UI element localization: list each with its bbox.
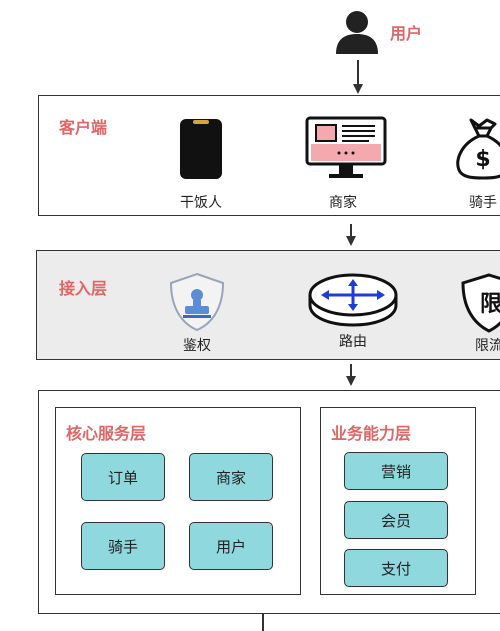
core-service-box: 订单 [81, 453, 165, 501]
money-bag-icon: $ [456, 118, 500, 180]
limit-shield-icon: 限 [461, 273, 500, 333]
monitor-icon [305, 116, 387, 178]
svg-text:$: $ [475, 147, 490, 172]
phone-icon [180, 119, 222, 179]
limit-glyph: 限 [480, 292, 500, 317]
business-capability-layer: 业务能力层 营销 会员 支付 [320, 407, 476, 595]
business-service-box: 会员 [344, 501, 448, 539]
client-item-label: 干饭人 [180, 195, 222, 211]
core-service-box: 商家 [189, 453, 273, 501]
core-service-layer: 核心服务层 订单 商家 骑手 用户 [55, 407, 301, 595]
core-service-box: 骑手 [81, 522, 165, 570]
services-container: 核心服务层 订单 商家 骑手 用户 业务能力层 营销 会员 支付 [38, 390, 500, 614]
access-item-label: 路由 [339, 334, 367, 350]
business-service-box: 营销 [344, 452, 448, 490]
business-layer-title: 业务能力层 [331, 424, 412, 443]
access-item-label: 限流 [475, 338, 500, 354]
arrow-access-services [350, 364, 352, 378]
access-layer: 接入层 鉴权 路由 限 限流 [36, 250, 500, 360]
router-icon [308, 273, 398, 327]
arrow-user-client [357, 60, 359, 86]
core-service-box: 用户 [189, 522, 273, 570]
auth-shield-icon [169, 272, 225, 332]
user-node: 用户 [334, 8, 444, 58]
business-service-box: 支付 [344, 549, 448, 587]
user-label: 用户 [390, 24, 423, 43]
client-layer-title: 客户端 [59, 118, 108, 137]
core-layer-title: 核心服务层 [66, 424, 147, 443]
arrowhead-user-client [353, 84, 363, 94]
arrow-client-access [350, 224, 352, 238]
user-icon [336, 11, 378, 54]
arrowhead-access-services [346, 376, 356, 386]
client-item-label: 骑手 [469, 195, 497, 211]
client-layer: 客户端 干饭人 商家 $ 骑手 [38, 95, 500, 216]
access-layer-title: 接入层 [59, 279, 108, 298]
access-item-label: 鉴权 [183, 338, 211, 354]
connector-line-bottom [262, 614, 264, 631]
client-item-label: 商家 [329, 195, 357, 211]
arrowhead-client-access [346, 236, 356, 246]
